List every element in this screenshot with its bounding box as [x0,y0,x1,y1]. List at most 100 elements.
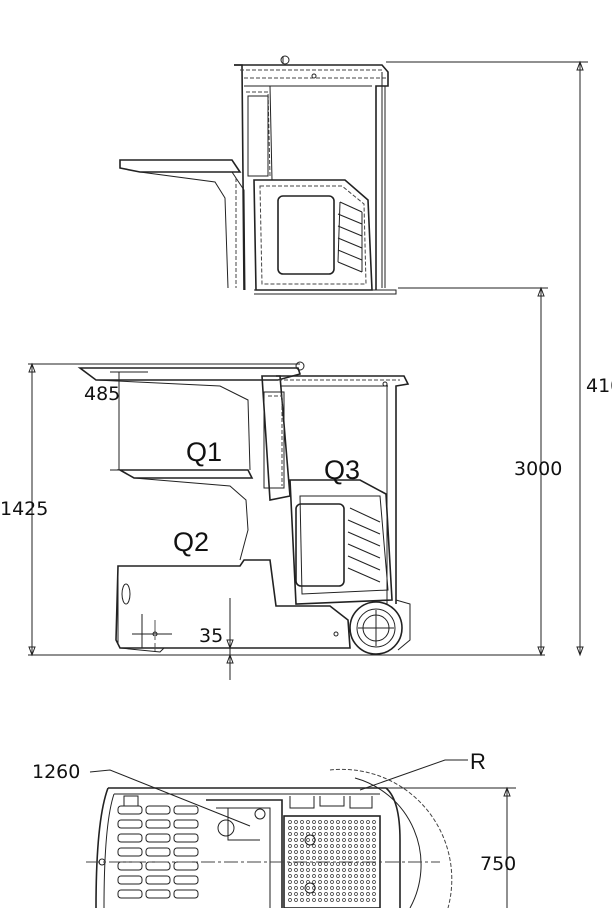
perforation-dot [342,868,346,872]
perforation-dot [330,880,334,884]
perforation-dot [330,826,334,830]
perforation-dot [324,838,328,842]
perforation-dot [324,820,328,824]
perforation-dot [372,838,376,842]
perforation-dot [348,886,352,890]
perforation-dot [342,862,346,866]
perforation-dot [366,856,370,860]
perforation-dot [342,886,346,890]
perforation-dot [366,880,370,884]
perforation-dot [354,850,358,854]
perforation-dot [342,838,346,842]
perforation-dot [360,898,364,902]
perforation-dot [318,874,322,878]
perforation-dot [294,880,298,884]
perforation-dot [324,892,328,896]
perforation-dot [288,832,292,836]
perforation-dot [348,844,352,848]
perforation-dot [366,832,370,836]
perforation-dot [294,856,298,860]
perforation-dot [306,826,310,830]
dim-1260: 1260 [32,761,80,783]
perforation-dot [366,826,370,830]
perforation-dot [288,820,292,824]
dim-35: 35 [199,625,223,647]
perforation-dot [312,820,316,824]
perforation-dot [372,868,376,872]
perforation-dot [330,838,334,842]
perforation-dot [348,862,352,866]
perforation-dot [324,880,328,884]
perforation-dot [288,886,292,890]
perforation-dot [360,874,364,878]
perforation-dot [318,862,322,866]
plan-view [86,759,516,908]
perforation-dot [306,862,310,866]
perforation-dot [348,838,352,842]
perforation-dot [342,826,346,830]
perforation-dot [306,820,310,824]
perforation-dot [318,856,322,860]
perforation-dot [330,892,334,896]
perforation-dot [372,862,376,866]
perforation-dot [324,856,328,860]
perforation-dot [300,844,304,848]
perforation-dot [288,862,292,866]
perforation-dot [354,892,358,896]
perforation-dot [330,862,334,866]
perforation-dot [372,880,376,884]
label-q1: Q1 [186,437,222,467]
perforation-dot [336,874,340,878]
perforation-dot [324,832,328,836]
perforation-dot [300,826,304,830]
perforation-dot [312,892,316,896]
perforation-dot [348,880,352,884]
perforation-dot [300,862,304,866]
perforation-dot [336,880,340,884]
perforation-dot [306,838,310,842]
perforation-dot [312,856,316,860]
perforation-dot [312,868,316,872]
perforation-dot [294,862,298,866]
perforation-dot [330,856,334,860]
perforation-dot [324,844,328,848]
perforation-dot [318,868,322,872]
perforation-dot [330,886,334,890]
dim-485: 485 [84,383,120,405]
perforation-dot [342,844,346,848]
perforation-dot [336,820,340,824]
perforation-dot [330,832,334,836]
perforation-dot [354,838,358,842]
perforation-dot [372,856,376,860]
perforation-dot [288,898,292,902]
perforation-dot [324,862,328,866]
dim-3000: 3000 [514,458,562,480]
label-q3: Q3 [324,455,360,485]
perforation-dot [318,892,322,896]
perforation-dot [300,868,304,872]
lifted-truck-view [119,55,397,295]
perforation-dot [348,850,352,854]
perforation-dot [294,838,298,842]
dimension-lines [28,60,588,680]
perforation-dot [306,868,310,872]
perforation-dot [372,820,376,824]
perforation-dot [288,844,292,848]
perforation-dot [348,868,352,872]
perforation-dot [324,826,328,830]
perforation-dot [330,850,334,854]
dim-750: 750 [480,853,516,875]
perforation-dot [330,844,334,848]
perforation-dot [372,844,376,848]
perforation-dot [312,898,316,902]
perforation-dot [294,826,298,830]
perforation-dot [360,844,364,848]
perforation-dot [354,826,358,830]
perforation-dot [360,892,364,896]
perforation-dot [294,832,298,836]
perforation-dot [342,850,346,854]
perforation-dot [288,850,292,854]
perforation-dot [360,868,364,872]
perforation-dot [294,892,298,896]
